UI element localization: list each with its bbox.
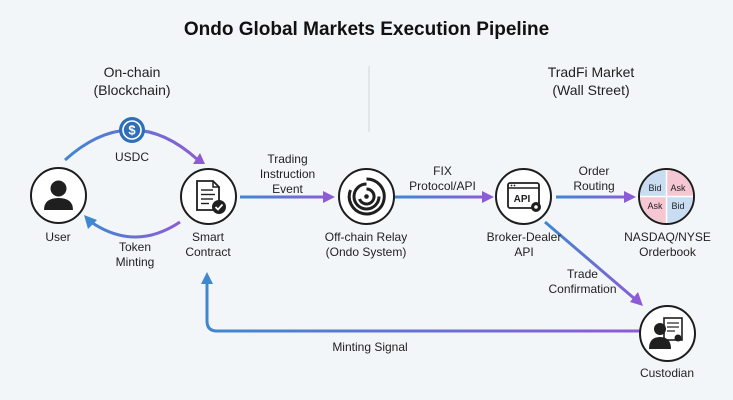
trade-confirmation-label-line2: Confirmation xyxy=(548,282,617,296)
smart-contract-label-line1: Smart xyxy=(191,230,224,244)
orderbook-grid-icon: Bid Ask Ask Bid xyxy=(640,170,693,223)
fix-protocol-label-line1: FIX xyxy=(433,164,452,178)
swirl-logo-icon xyxy=(347,177,386,216)
token-minting-arrowhead xyxy=(84,215,97,229)
relay-node xyxy=(338,168,395,225)
orderbook-label-line1: NASDAQ/NYSE xyxy=(624,230,711,244)
relay-label-line2: (Ondo System) xyxy=(325,245,407,259)
section-tradfi-line2: (Wall Street) xyxy=(552,82,630,98)
trading-instruction-label-line3: Event xyxy=(272,182,303,196)
broker-dealer-label-line1: Broker-Dealer xyxy=(486,230,562,244)
minting-signal-label: Minting Signal xyxy=(332,340,408,354)
broker-dealer-label-line2: API xyxy=(514,245,534,259)
dollar-coin-icon: $ xyxy=(118,116,146,144)
trade-confirmation-label: Trade Confirmation xyxy=(540,267,625,297)
order-routing-label: Order Routing xyxy=(558,164,630,194)
user-node xyxy=(30,167,87,224)
minting-signal-arrow xyxy=(205,282,640,333)
trading-instruction-label-line1: Trading xyxy=(267,152,308,166)
fix-protocol-label-line2: Protocol/API xyxy=(409,179,476,193)
api-icon-text: API xyxy=(514,194,531,205)
section-onchain-line1: On-chain xyxy=(103,64,161,80)
section-onchain-line2: (Blockchain) xyxy=(93,82,171,98)
trading-instruction-arrowhead xyxy=(323,191,335,203)
fix-protocol-label: FIX Protocol/API xyxy=(400,164,485,194)
minting-signal-arrowhead xyxy=(201,272,213,284)
orderbook-cell-4: Bid xyxy=(671,201,684,211)
user-label: User xyxy=(45,230,71,244)
usdc-label: USDC xyxy=(114,150,149,164)
smart-contract-label: Smart Contract xyxy=(168,230,248,260)
diagram-title: Ondo Global Markets Execution Pipeline xyxy=(183,19,550,40)
document-check-icon xyxy=(196,180,226,214)
order-routing-label-line1: Order xyxy=(578,164,610,178)
smart-contract-label-line2: Contract xyxy=(185,245,231,259)
broker-dealer-node: API xyxy=(495,168,552,225)
custodian-certificate-icon xyxy=(649,317,683,349)
trading-instruction-label: Trading Instruction Event xyxy=(245,152,330,197)
token-minting-label-line1: Token xyxy=(118,240,152,254)
custodian-node xyxy=(639,305,696,362)
trade-confirmation-arrowhead xyxy=(630,292,643,306)
user-icon xyxy=(44,180,73,210)
trade-confirmation-arrow xyxy=(544,220,637,302)
section-tradfi-line1: TradFi Market xyxy=(547,64,635,80)
token-minting-label-line2: Minting xyxy=(115,255,155,269)
token-minting-label: Token Minting xyxy=(100,240,170,270)
order-routing-label-line2: Routing xyxy=(573,179,615,193)
token-minting-arrow xyxy=(90,220,181,239)
trading-instruction-label-line2: Instruction xyxy=(259,167,316,181)
orderbook-label: NASDAQ/NYSE Orderbook xyxy=(610,230,725,260)
api-window-icon: API xyxy=(507,182,541,212)
usdc-arrowhead xyxy=(193,153,205,164)
broker-dealer-label: Broker-Dealer API xyxy=(469,230,579,260)
smart-contract-node xyxy=(180,168,237,225)
svg-text:$: $ xyxy=(128,123,136,138)
orderbook-cell-2: Ask xyxy=(670,183,686,193)
order-routing-arrowhead xyxy=(624,191,636,203)
orderbook-cell-1: Bid xyxy=(648,183,661,193)
orderbook-cell-3: Ask xyxy=(647,201,663,211)
orderbook-node: Bid Ask Ask Bid xyxy=(638,168,695,225)
section-onchain: On-chain (Blockchain) xyxy=(77,63,187,99)
trade-confirmation-label-line1: Trade xyxy=(567,267,598,281)
relay-label-line1: Off-chain Relay xyxy=(324,230,408,244)
orderbook-label-line2: Orderbook xyxy=(639,245,696,259)
custodian-label: Custodian xyxy=(639,366,695,380)
relay-label: Off-chain Relay (Ondo System) xyxy=(306,230,426,260)
section-tradfi: TradFi Market (Wall Street) xyxy=(526,63,656,99)
fix-protocol-arrowhead xyxy=(482,191,494,203)
